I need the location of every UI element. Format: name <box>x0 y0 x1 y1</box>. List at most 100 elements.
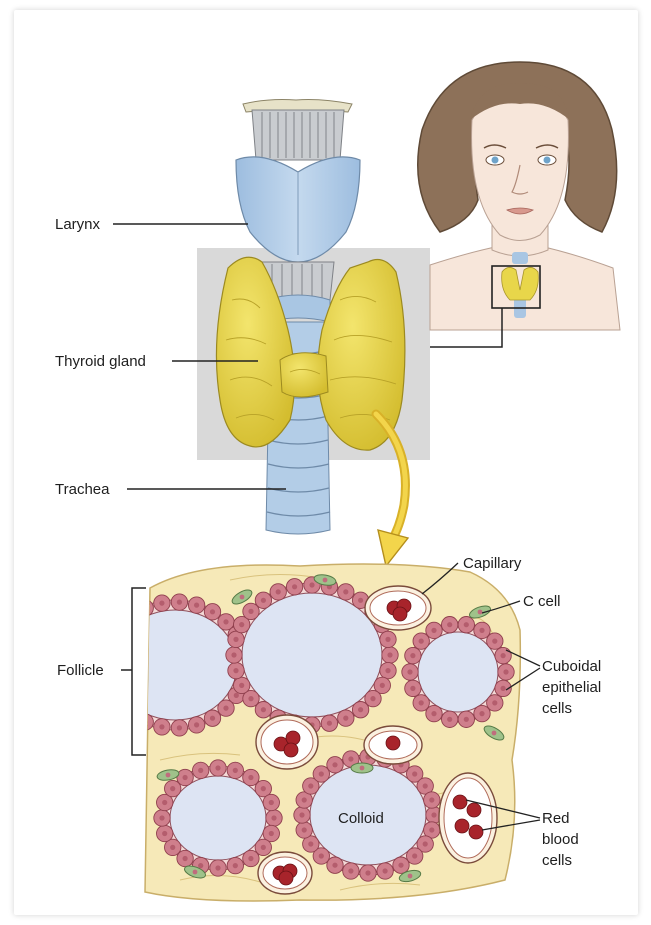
cell-nucleus <box>358 707 363 712</box>
cell-nucleus <box>271 815 276 820</box>
cell-nucleus <box>194 603 199 608</box>
epithelial-cell <box>137 714 153 730</box>
cell-nucleus <box>398 863 403 868</box>
follicle-bracket <box>121 588 146 755</box>
c-cell-nucleus <box>408 874 413 879</box>
cell-nucleus <box>492 700 497 705</box>
epithelial-cell <box>122 705 138 721</box>
epithelial-cell <box>122 608 138 624</box>
red-blood-cell <box>279 871 293 885</box>
cell-nucleus <box>407 669 412 674</box>
red-blood-cell <box>393 607 407 621</box>
cell-nucleus <box>431 628 436 633</box>
cell-nucleus <box>162 831 167 836</box>
label-trachea: Trachea <box>55 481 110 498</box>
cell-nucleus <box>210 716 215 721</box>
cell-nucleus <box>492 639 497 644</box>
cell-nucleus <box>501 653 506 658</box>
epithelial-cell <box>137 600 153 616</box>
cell-nucleus <box>380 683 385 688</box>
c-cell-nucleus <box>360 766 365 771</box>
cell-nucleus <box>423 783 428 788</box>
cell-nucleus <box>429 797 434 802</box>
label-follicle: Follicle <box>57 662 104 679</box>
follicle-right-colloid <box>418 632 498 712</box>
cell-nucleus <box>261 598 266 603</box>
cell-nucleus <box>215 765 220 770</box>
cell-nucleus <box>239 622 244 627</box>
cell-nucleus <box>332 863 337 868</box>
cell-nucleus <box>269 800 274 805</box>
cell-nucleus <box>170 786 175 791</box>
cell-nucleus <box>269 831 274 836</box>
cell-nucleus <box>412 771 417 776</box>
cell-nucleus <box>210 609 215 614</box>
cell-nucleus <box>233 863 238 868</box>
cell-nucleus <box>447 622 452 627</box>
cell-nucleus <box>385 637 390 642</box>
cell-nucleus <box>233 768 238 773</box>
c-cell-nucleus <box>193 870 198 875</box>
cell-nucleus <box>419 700 424 705</box>
cell-nucleus <box>183 856 188 861</box>
label-cuboidal-line3: cells <box>542 700 572 717</box>
cell-nucleus <box>383 868 388 873</box>
cell-nucleus <box>116 625 121 630</box>
cell-nucleus <box>194 722 199 727</box>
cell-nucleus <box>103 655 108 660</box>
cell-nucleus <box>464 622 469 627</box>
c-cell-nucleus <box>492 731 497 736</box>
red-blood-cell <box>467 803 481 817</box>
epithelial-cell <box>102 634 118 650</box>
cell-nucleus <box>412 853 417 858</box>
epithelial-cell <box>102 680 118 696</box>
follicle-bottom-left-colloid <box>170 776 266 860</box>
cell-nucleus <box>319 853 324 858</box>
cell-nucleus <box>308 841 313 846</box>
cell-nucleus <box>248 696 253 701</box>
cell-nucleus <box>385 668 390 673</box>
cell-nucleus <box>479 711 484 716</box>
cell-nucleus <box>116 699 121 704</box>
cell-nucleus <box>183 775 188 780</box>
cell-nucleus <box>387 652 392 657</box>
label-cuboidal-line1: Cuboidal <box>542 658 601 675</box>
cell-nucleus <box>223 619 228 624</box>
red-blood-cell <box>469 825 483 839</box>
cell-nucleus <box>308 783 313 788</box>
cell-nucleus <box>410 653 415 658</box>
neck-anatomy <box>216 100 408 567</box>
cell-nucleus <box>261 786 266 791</box>
cell-nucleus <box>261 707 266 712</box>
cell-nucleus <box>327 721 332 726</box>
woman-portrait <box>418 62 620 330</box>
cell-nucleus <box>159 724 164 729</box>
cell-nucleus <box>248 775 253 780</box>
cell-nucleus <box>159 815 164 820</box>
epithelial-cell <box>110 694 126 710</box>
cell-nucleus <box>233 637 238 642</box>
cell-nucleus <box>419 639 424 644</box>
c-cell-nucleus <box>478 610 483 615</box>
cell-nucleus <box>431 812 436 817</box>
cell-nucleus <box>239 683 244 688</box>
label-cuboidal-line2: epithelial <box>542 679 601 696</box>
cell-nucleus <box>162 800 167 805</box>
cell-nucleus <box>501 686 506 691</box>
label-red-blood-cells-line1: Red <box>542 810 570 827</box>
capillary-lumen <box>444 778 492 858</box>
cell-nucleus <box>177 600 182 605</box>
red-blood-cell <box>386 736 400 750</box>
cell-nucleus <box>343 716 348 721</box>
label-c-cell: C cell <box>523 593 561 610</box>
cell-nucleus <box>231 652 236 657</box>
cell-nucleus <box>358 598 363 603</box>
c-cell-nucleus <box>166 773 171 778</box>
red-blood-cell <box>453 795 467 809</box>
cell-nucleus <box>198 768 203 773</box>
red-blood-cell <box>455 819 469 833</box>
label-colloid: Colloid <box>338 810 384 827</box>
c-cell-nucleus <box>240 595 245 600</box>
cell-nucleus <box>177 725 182 730</box>
